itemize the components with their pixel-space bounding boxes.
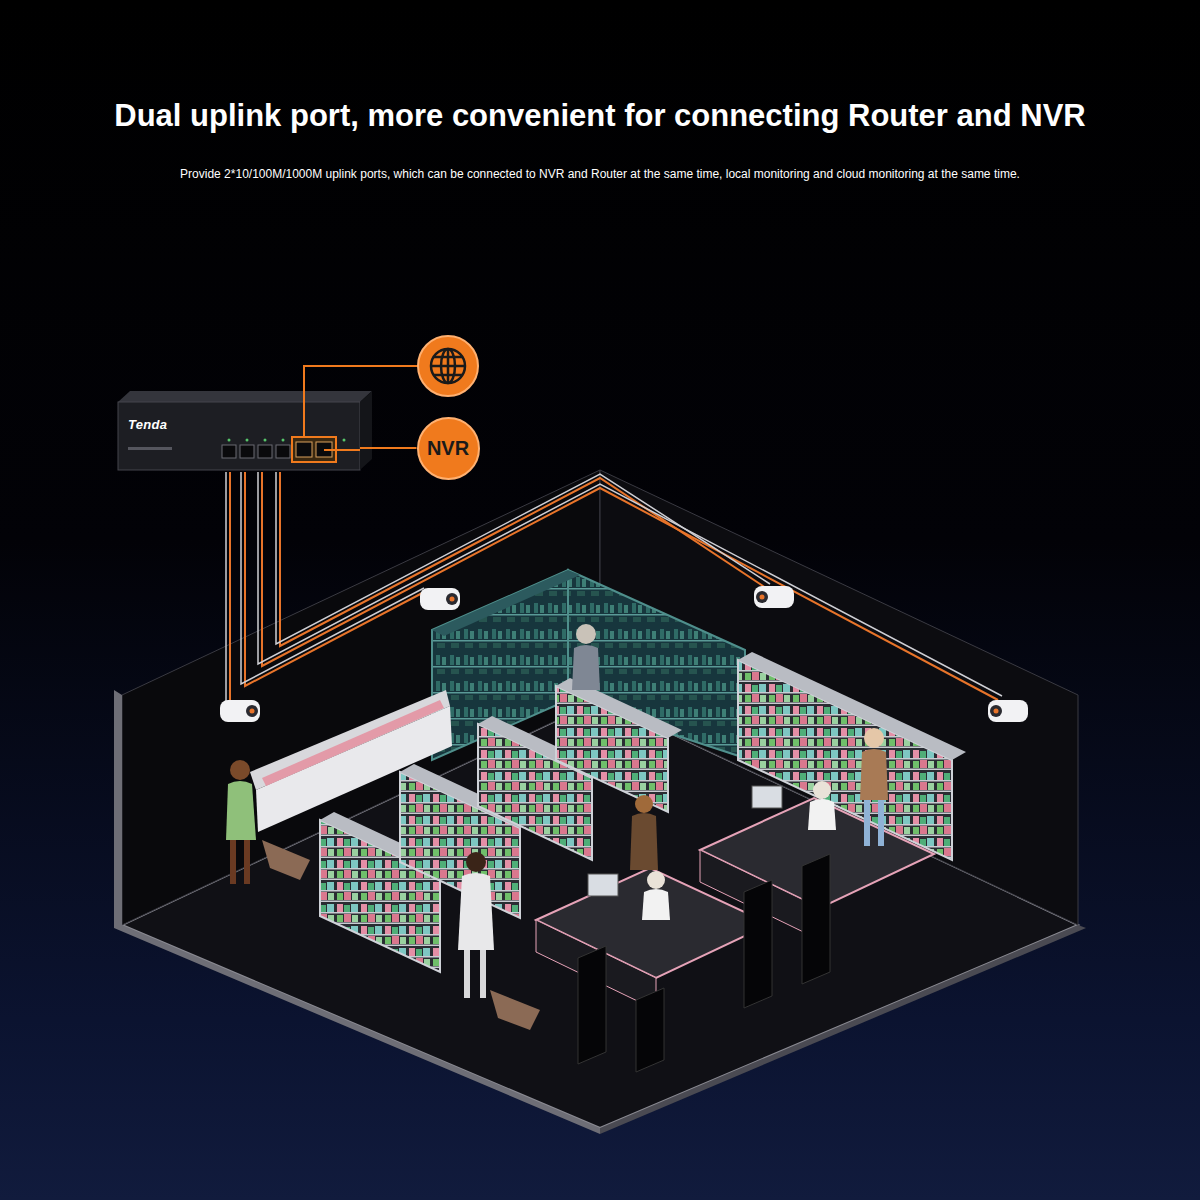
pos-screen	[752, 786, 782, 808]
security-gate	[744, 880, 772, 1008]
cashier	[808, 781, 836, 830]
camera-cable	[230, 472, 998, 700]
security-gate	[636, 988, 664, 1072]
shopper	[458, 852, 540, 1030]
switch-body	[118, 402, 360, 470]
bullet-camera	[420, 588, 460, 610]
nvr-cable	[324, 449, 360, 451]
camera-cable-pale	[226, 472, 1002, 702]
bullet-camera	[988, 700, 1028, 722]
poe-port	[222, 445, 290, 458]
shopper	[630, 795, 658, 870]
shelf-top	[738, 652, 966, 760]
internet-globe	[418, 336, 478, 396]
switch-top	[118, 391, 372, 402]
security-gate	[802, 854, 830, 984]
floor-rim	[114, 690, 600, 1134]
uplink-port	[296, 442, 312, 457]
poe-switch: Tenda	[118, 402, 360, 470]
security-gate	[578, 946, 606, 1064]
caption: Provide 2*10/100M/1000M uplink ports, wh…	[0, 167, 1200, 181]
bullet-camera	[754, 586, 794, 608]
bullet-camera	[220, 700, 260, 722]
shopper	[860, 728, 888, 846]
uplink-connector	[360, 447, 417, 449]
title: Dual uplink port, more convenient for co…	[0, 98, 1200, 134]
router-cable	[304, 366, 418, 437]
shelf-top	[432, 570, 580, 636]
model-strip	[128, 447, 172, 450]
shopper	[572, 624, 600, 690]
node-label: NVR	[427, 437, 469, 460]
cashier	[642, 871, 670, 920]
pos-screen	[588, 874, 618, 896]
shopper	[226, 760, 310, 884]
brand-label: Tenda	[118, 402, 360, 432]
switch-side	[360, 391, 372, 470]
nvr-circle: NVR	[417, 417, 480, 480]
